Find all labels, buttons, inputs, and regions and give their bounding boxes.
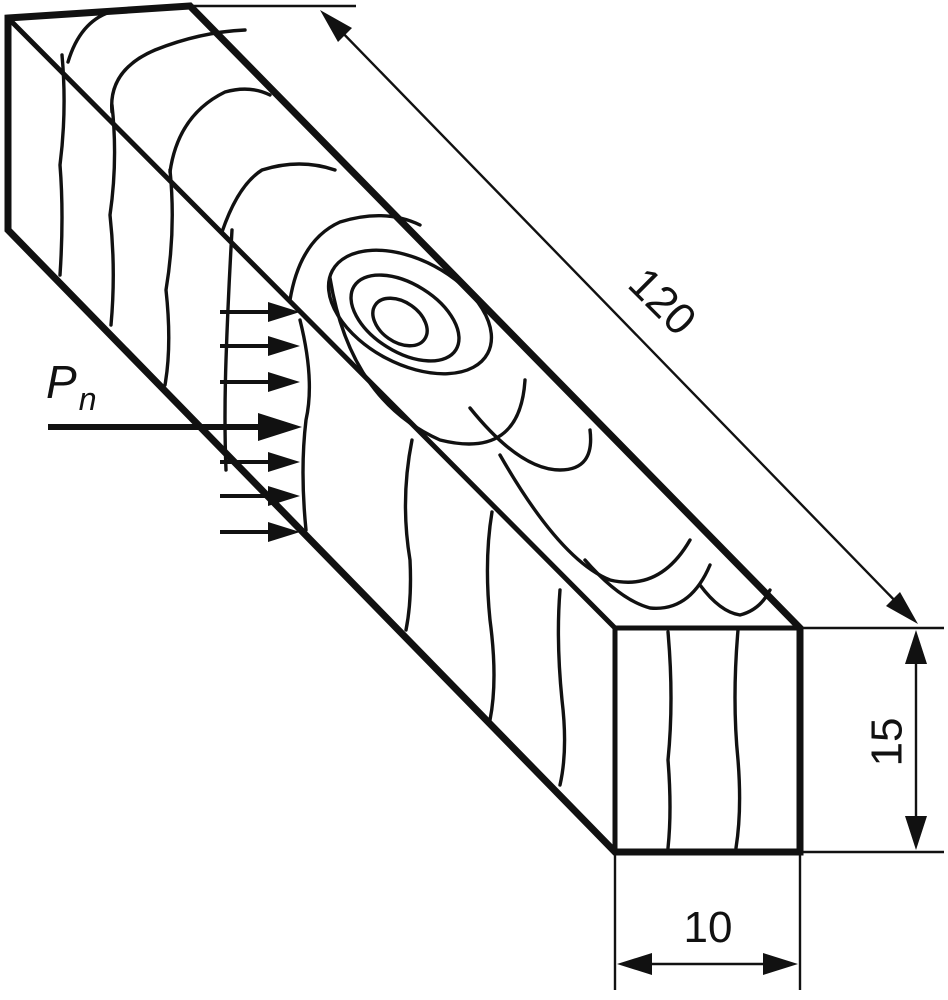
load-arrow <box>220 452 300 472</box>
force-label: Pn <box>46 356 96 417</box>
resultant-force-arrow <box>48 413 302 441</box>
force-label-subscript: n <box>79 381 97 417</box>
load-arrow <box>220 372 300 392</box>
side-grain-front <box>223 228 567 787</box>
growth-rings-top <box>66 10 772 617</box>
length-label: 120 <box>619 258 706 345</box>
end-grain-left <box>58 53 174 387</box>
load-arrow <box>220 486 300 506</box>
height-label: 15 <box>863 718 912 767</box>
width-dimension: 10 <box>613 852 802 990</box>
distributed-load-arrows <box>220 302 300 542</box>
height-dimension: 15 <box>800 630 944 854</box>
end-grain-right <box>666 628 742 850</box>
load-arrow <box>220 336 300 356</box>
width-label: 10 <box>684 903 733 952</box>
load-arrow <box>220 522 300 542</box>
load-arrow <box>220 302 300 322</box>
